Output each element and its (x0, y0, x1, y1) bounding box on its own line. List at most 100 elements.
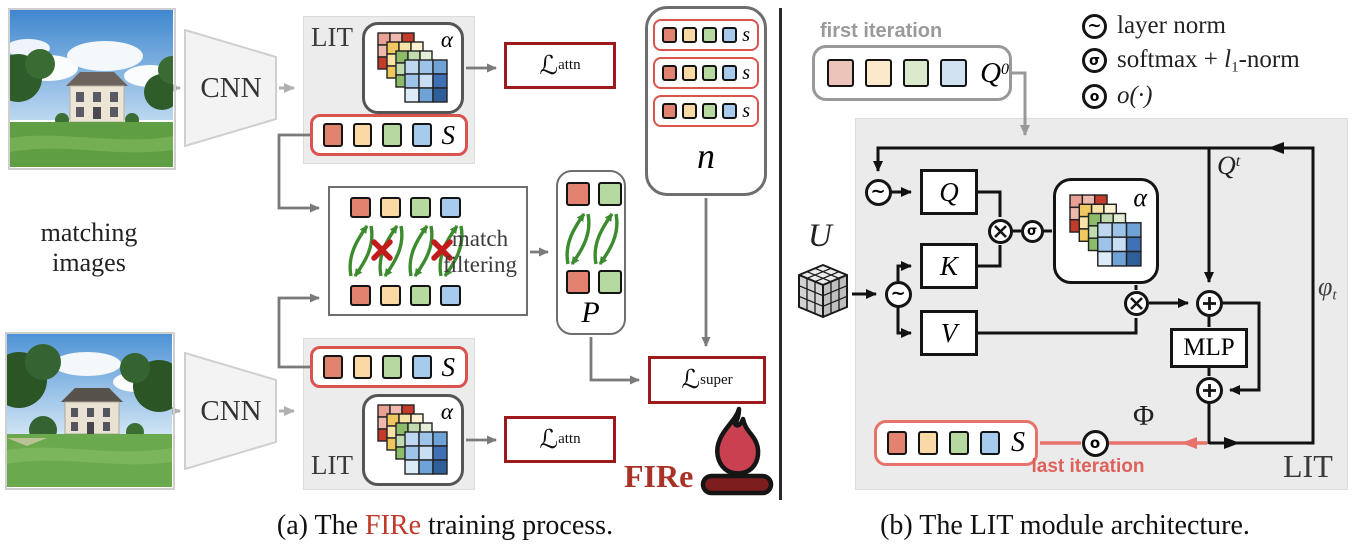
feature-square-red (350, 197, 371, 218)
feature-square-red (662, 27, 678, 43)
q0-label: Q0 (980, 56, 1010, 89)
feature-square-peach (682, 103, 698, 119)
v-projection-box: V (920, 310, 978, 356)
caption-a-suffix: training process. (421, 510, 614, 541)
feature-square-peach (380, 197, 401, 218)
legend-layernorm-icon: ∼ (1082, 14, 1107, 39)
first-iteration-label: first iteration (820, 20, 943, 42)
neg-row-label: s (742, 61, 750, 84)
photo-matching-image-bottom (5, 332, 175, 490)
q-projection-box: Q (920, 169, 978, 215)
lit-b-label: LIT (1283, 448, 1333, 484)
loss-attn-bottom-sub: attn (558, 431, 581, 447)
match-filtering-box: match filtering (328, 186, 528, 316)
feature-square-red (323, 123, 343, 147)
feature-square-blue (722, 65, 738, 81)
add-circle-2 (1195, 376, 1223, 404)
alpha-bottom-label: α (440, 399, 453, 424)
feature-square-green (410, 285, 431, 306)
s-top-label: S (441, 119, 456, 150)
u-label: U (808, 218, 832, 254)
panel-divider (779, 8, 782, 500)
fire-wordmark: FIRe (624, 458, 694, 494)
negatives-box: s s s n (645, 6, 767, 196)
legend-o-icon: o (1082, 84, 1107, 109)
negatives-count-label: n (697, 136, 715, 176)
feature-square-red (662, 65, 678, 81)
feature-square-peach (352, 355, 373, 379)
descriptor-row-bottom: S (310, 346, 468, 388)
lit-bottom-label: LIT (311, 450, 353, 480)
feature-square-peach (682, 27, 698, 43)
feature-square-blue (411, 355, 432, 379)
neg-row-label: s (742, 99, 750, 122)
photo-bottom-illustration (7, 334, 172, 487)
s-bottom-label: S (441, 351, 456, 382)
descriptor-row-top: S (310, 114, 468, 156)
loss-super-base: ℒ (681, 365, 701, 395)
mlp-box: MLP (1170, 328, 1248, 368)
caption-a: (a) The FIRe training process. (145, 510, 745, 542)
alpha-top-label: α (440, 27, 453, 52)
feature-square-red (662, 103, 678, 119)
lit-top-label: LIT (311, 22, 353, 52)
arrow-p-to-lsuper (589, 337, 640, 385)
feature-square-red (887, 431, 907, 455)
legend-layernorm-label: layer norm (1117, 12, 1226, 39)
feature-square-red-pale (827, 59, 854, 87)
pairs-arrows (558, 210, 623, 268)
attention-maps-bottom: α (362, 394, 464, 486)
softmax-circle: σ (1020, 219, 1044, 243)
feature-square-blue-pale (940, 59, 968, 87)
layernorm-circle-kv: ∼ (884, 280, 912, 308)
multiply-circle-qk (987, 218, 1013, 244)
match-bottom-squares (350, 285, 461, 306)
cnn-top-label: CNN (200, 71, 262, 104)
negative-row-1: s (653, 19, 759, 51)
feature-square-green (382, 355, 402, 379)
feature-square-peach (380, 285, 401, 306)
pairs-top-squares (566, 182, 622, 206)
loss-attn-top-base: ℒ (539, 50, 559, 81)
feature-square-green-pale (902, 59, 930, 87)
legend-softmax-icon: σ (1082, 48, 1107, 73)
caption-a-highlight: FIRe (365, 510, 422, 541)
attention-stack-icon (377, 32, 448, 103)
phi-t-label: φt (1318, 272, 1337, 304)
legend-o-label: o(·) (1117, 82, 1153, 109)
feature-square-blue (722, 103, 738, 119)
attention-stack-icon (1069, 194, 1142, 267)
photo-matching-image-top (8, 8, 176, 170)
add-circle-1 (1195, 289, 1223, 317)
last-iteration-label: last iteration (1031, 456, 1145, 477)
pairs-label: P (581, 296, 600, 329)
feature-square-blue (411, 123, 432, 147)
attention-maps-top: α (362, 22, 464, 114)
q0-box: Q0 (812, 45, 1012, 101)
feature-square-blue (980, 431, 1000, 455)
photo-top-illustration (10, 10, 173, 167)
feature-square-green (702, 65, 718, 81)
o-operator-circle: o (1081, 429, 1109, 457)
feature-square-green (598, 182, 622, 206)
match-filtering-label: match filtering (442, 226, 518, 278)
qt-label: Qt (1217, 151, 1241, 180)
multiply-circle-av (1123, 290, 1149, 316)
feature-square-green (598, 270, 622, 294)
alpha-b-label: α (1133, 183, 1147, 212)
feature-square-blue (440, 197, 461, 218)
feature-square-red (566, 270, 590, 294)
filtered-pairs-box: P (556, 170, 626, 335)
cnn-block-bottom: CNN (184, 352, 278, 470)
cnn-block-top: CNN (184, 29, 278, 147)
s-output-label: S (1011, 427, 1025, 458)
feature-square-blue (440, 285, 461, 306)
feature-cube-icon (798, 264, 848, 318)
feature-square-peach (918, 431, 938, 455)
caption-b: (b) The LIT module architecture. (880, 510, 1250, 541)
attention-maps-b: α (1053, 178, 1159, 284)
loss-attn-top-sub: attn (558, 57, 581, 73)
